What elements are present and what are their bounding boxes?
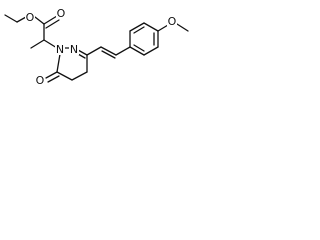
atom-ester-o-double: O [57, 7, 66, 20]
bond-ethyl-ch3-ch2 [4, 14, 18, 23]
bond-o-carbonyl [34, 16, 45, 25]
bond-ar-inner-3 [133, 44, 145, 52]
bond-alpha-methyl [30, 39, 45, 49]
bond-ar6-ar1 [129, 46, 145, 56]
bond-c4-c5 [71, 71, 88, 81]
bond-c6-n1 [56, 53, 61, 73]
ketone-o-bg [35, 74, 45, 86]
chemical-structure-diagram: O O N N O O [4, 7, 189, 87]
bond-ar-inner-1 [133, 26, 145, 34]
ester-o-single-bg [25, 11, 35, 23]
bond-ar-methoxy-o [157, 24, 169, 32]
bond-ar3-ar4 [143, 22, 159, 32]
ring-n2-bg [69, 43, 79, 55]
bond-c5-c6 [56, 71, 73, 81]
bond-ethyl-ch2-o [16, 16, 27, 23]
atom-methoxy-o: O [168, 15, 177, 28]
atom-ester-o-single: O [26, 11, 35, 24]
bond-vinyl-double-a [100, 46, 117, 56]
bond-alpha-n1 [43, 39, 58, 49]
bond-ar5-ar6 [143, 46, 159, 56]
bond-c6-ketone-double-a [45, 71, 58, 79]
atom-ketone-o: O [36, 74, 45, 87]
atom-ring-n2: N [70, 43, 78, 56]
atom-ring-n1: N [56, 43, 64, 56]
bond-ar2-ar3 [129, 22, 145, 32]
bond-vinyl-double-b [101, 50, 116, 59]
bond-methoxy-o-ch3 [176, 23, 189, 32]
bond-n2-c3-double-b [77, 53, 86, 59]
bond-carbonyl-double-o-b [45, 19, 60, 29]
bond-c3-vinyl [86, 46, 102, 56]
ring-n1-bg [55, 43, 65, 55]
methoxy-o-bg [167, 15, 177, 27]
bond-n2-c3-double-a [77, 49, 88, 56]
ester-o-double-bg [56, 7, 66, 19]
bond-c6-ketone-double-b [47, 75, 60, 83]
bond-carbonyl-double-o-a [43, 15, 58, 25]
bond-vinyl-aryl [115, 46, 131, 56]
